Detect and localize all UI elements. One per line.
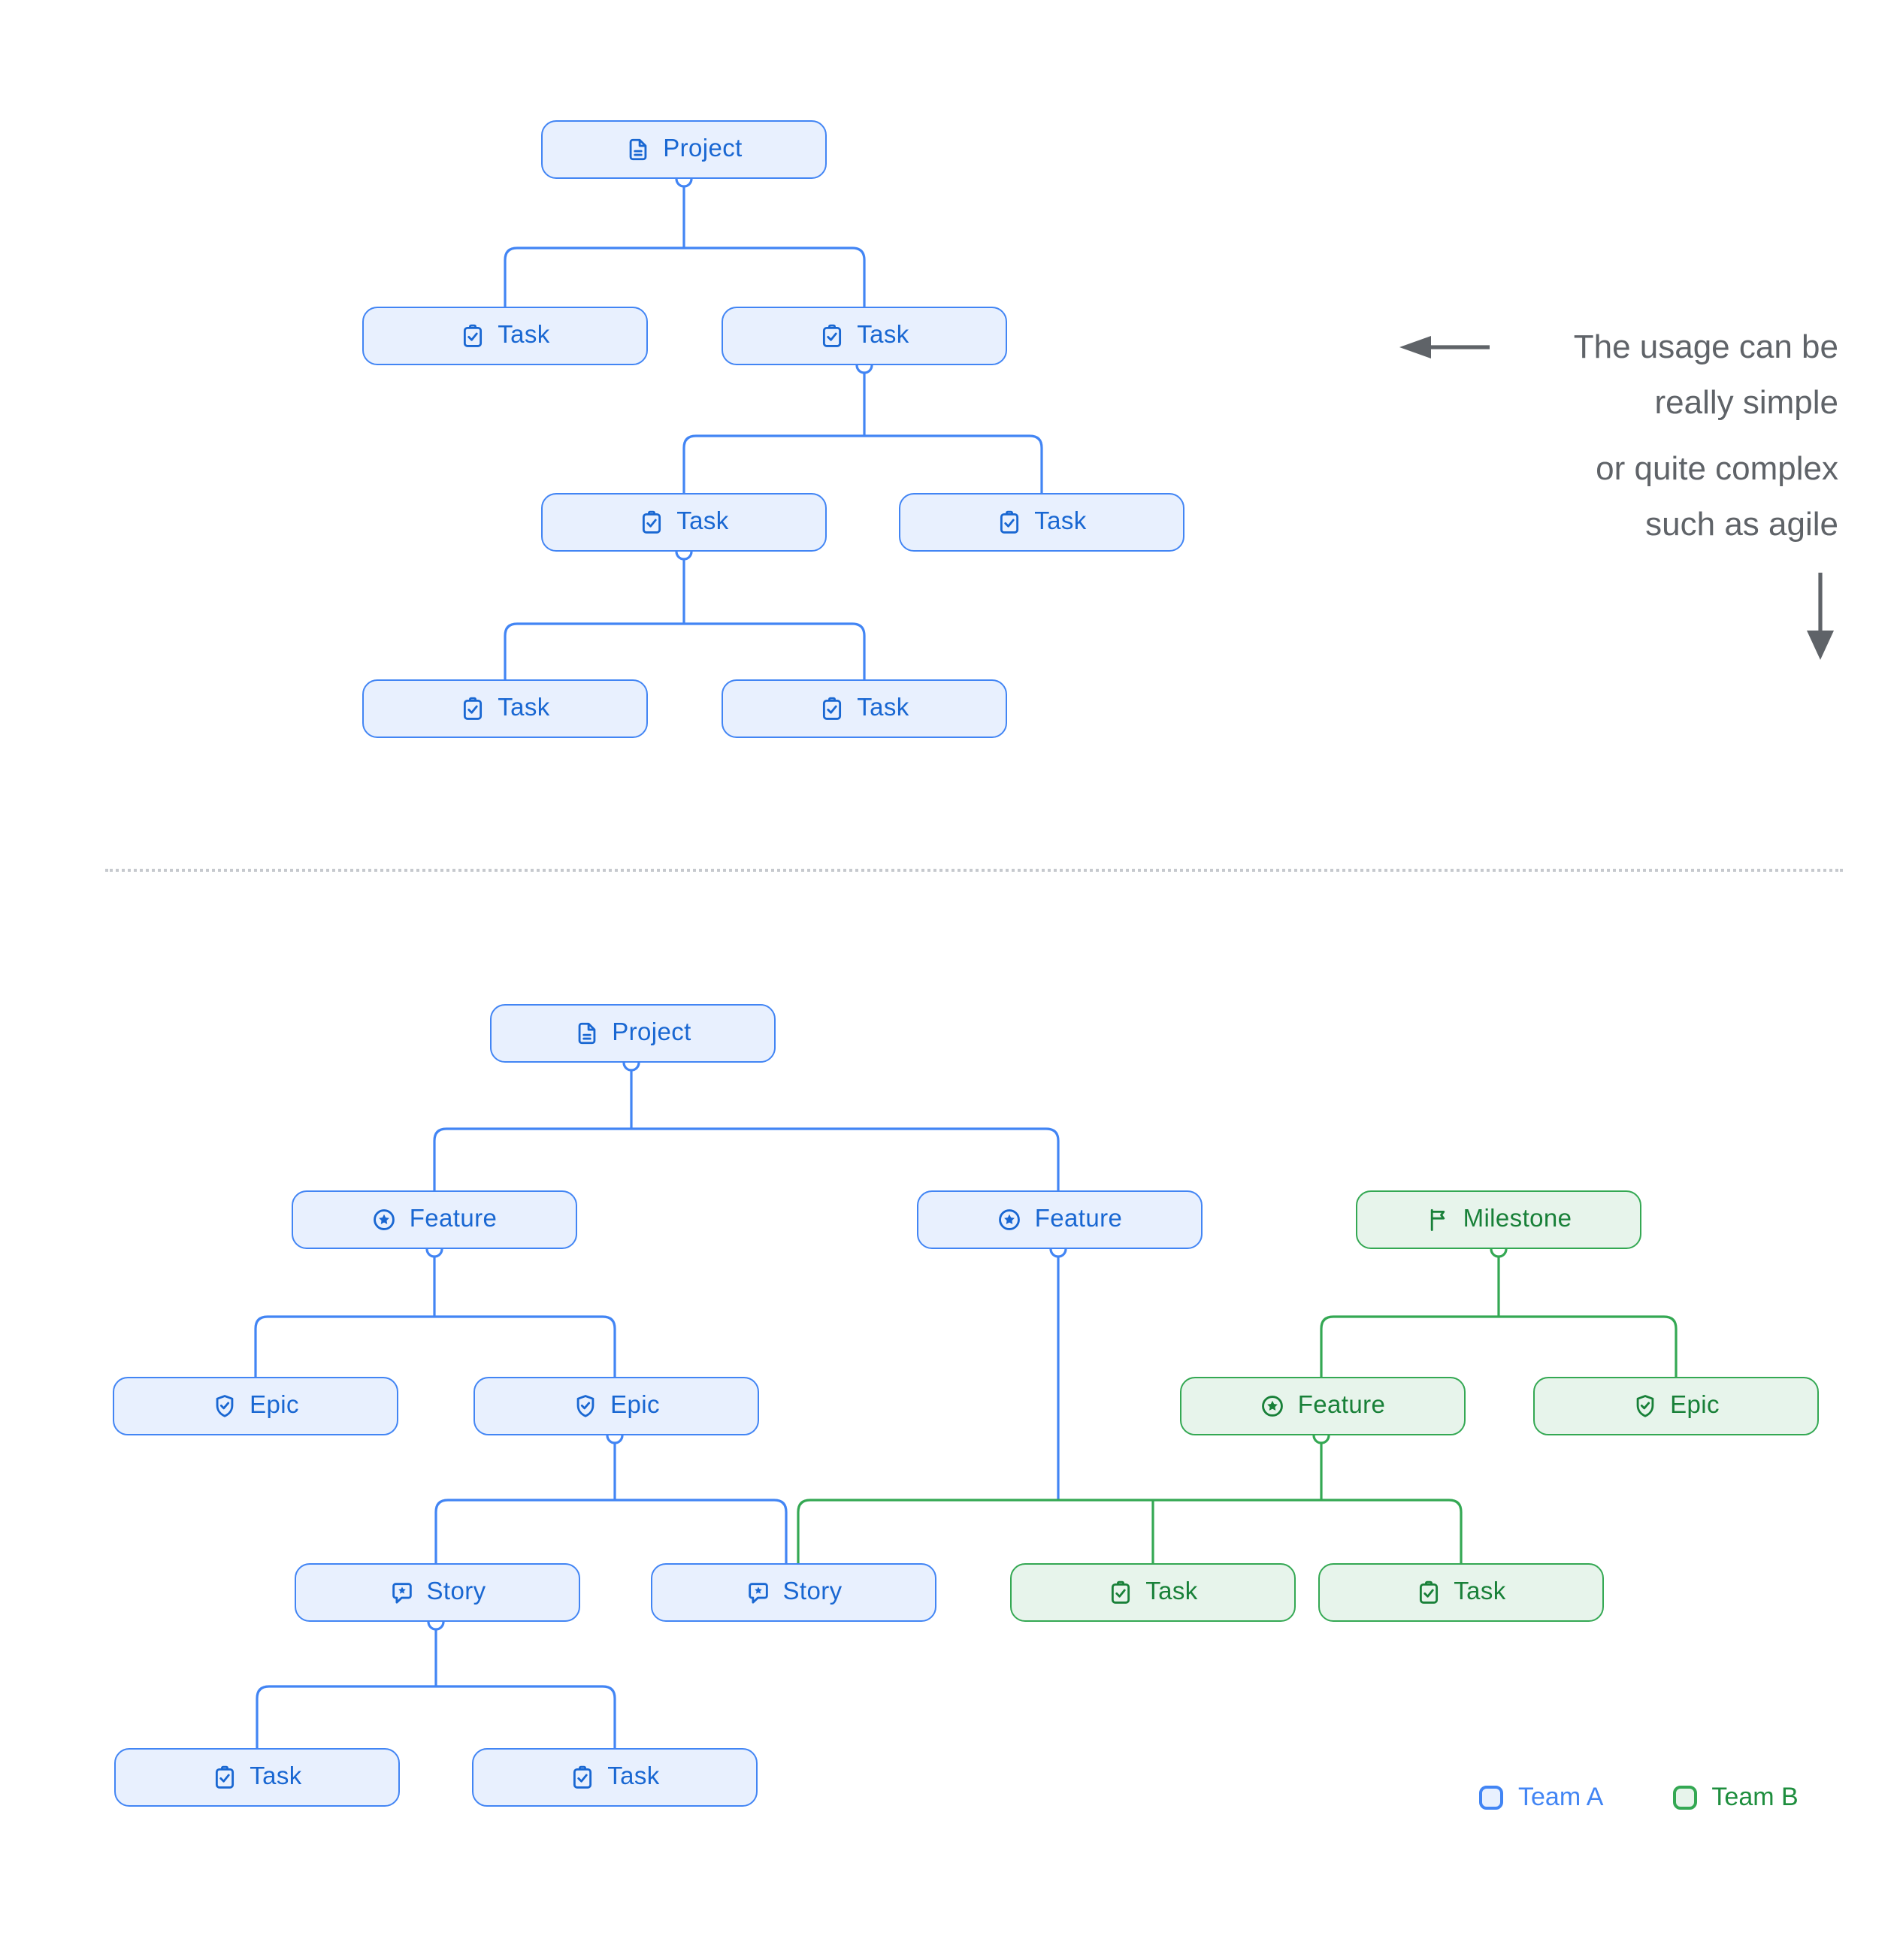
node-label: Story — [426, 1578, 486, 1605]
node-task-1: Task — [362, 307, 648, 365]
node-project-simple: Project — [541, 120, 827, 179]
task-icon — [819, 323, 845, 349]
annotation-line-3: or quite complex — [1596, 449, 1838, 487]
node-task-3: Task — [541, 493, 827, 552]
node-task-b1: Task — [114, 1748, 400, 1807]
node-label: Milestone — [1463, 1205, 1572, 1233]
annotation-text: The usage can be really simple or quite … — [1574, 319, 1838, 552]
complex-tree-blue-connectors — [254, 1063, 1060, 1748]
node-story-1: Story — [295, 1563, 580, 1622]
node-epic-2: Epic — [473, 1377, 759, 1435]
node-label: Task — [498, 322, 550, 349]
node-label: Task — [857, 694, 909, 721]
node-label: Epic — [610, 1392, 660, 1419]
annotation-arrows — [1399, 336, 1834, 660]
node-label: Project — [663, 135, 743, 162]
down-arrow-head — [1807, 631, 1834, 660]
task-icon — [819, 696, 845, 721]
node-label: Feature — [409, 1205, 498, 1233]
node-label: Task — [1034, 508, 1087, 535]
simple-tree-connectors — [504, 179, 1043, 679]
node-epic-1: Epic — [113, 1377, 398, 1435]
node-story-2: Story — [651, 1563, 936, 1622]
epic-icon — [1632, 1393, 1658, 1419]
document-icon — [574, 1021, 600, 1046]
team-a-label: Team A — [1518, 1783, 1604, 1811]
left-arrow-head — [1399, 336, 1431, 358]
node-task-4: Task — [899, 493, 1184, 552]
story-icon — [745, 1580, 770, 1605]
node-milestone: Milestone — [1356, 1190, 1641, 1249]
node-feature-3: Feature — [1180, 1377, 1466, 1435]
task-icon — [460, 323, 486, 349]
node-feature-1: Feature — [292, 1190, 577, 1249]
legend-item-team-a: Team A — [1479, 1783, 1603, 1813]
node-task-2: Task — [722, 307, 1007, 365]
node-project-complex: Project — [490, 1004, 776, 1063]
annotation-line-2: really simple — [1654, 383, 1838, 421]
team-a-swatch — [1479, 1786, 1503, 1810]
team-b-swatch — [1672, 1786, 1697, 1810]
legend: Team A Team B — [1479, 1783, 1799, 1813]
legend-item-team-b: Team B — [1672, 1783, 1799, 1813]
node-label: Task — [1454, 1578, 1506, 1605]
annotation-line-1: The usage can be — [1573, 328, 1838, 365]
section-divider — [105, 869, 1843, 872]
feature-icon — [1260, 1393, 1286, 1419]
epic-icon — [573, 1393, 598, 1419]
node-label: Story — [782, 1578, 843, 1605]
node-task-g1: Task — [1010, 1563, 1296, 1622]
node-task-5: Task — [362, 679, 648, 738]
task-icon — [460, 696, 486, 721]
node-label: Task — [676, 508, 729, 535]
node-label: Task — [250, 1763, 302, 1790]
document-icon — [625, 137, 651, 162]
story-icon — [389, 1580, 414, 1605]
node-label: Task — [857, 322, 909, 349]
team-b-label: Team B — [1711, 1783, 1799, 1811]
task-icon — [1416, 1580, 1442, 1605]
node-epic-3: Epic — [1533, 1377, 1819, 1435]
node-label: Task — [1145, 1578, 1198, 1605]
node-label: Feature — [1297, 1392, 1386, 1419]
node-label: Task — [498, 694, 550, 721]
node-task-6: Task — [722, 679, 1007, 738]
task-icon — [212, 1765, 237, 1790]
node-task-b2: Task — [472, 1748, 758, 1807]
task-icon — [997, 510, 1022, 535]
node-feature-2: Feature — [917, 1190, 1203, 1249]
node-label: Task — [607, 1763, 660, 1790]
annotation-line-4: such as agile — [1645, 505, 1838, 543]
node-label: Epic — [1670, 1392, 1720, 1419]
task-icon — [1108, 1580, 1133, 1605]
node-label: Epic — [250, 1392, 299, 1419]
node-label: Feature — [1034, 1205, 1123, 1233]
feature-icon — [372, 1207, 398, 1233]
feature-icon — [997, 1207, 1023, 1233]
node-task-g2: Task — [1318, 1563, 1604, 1622]
task-icon — [570, 1765, 595, 1790]
node-label: Project — [612, 1019, 691, 1046]
complex-tree-green-connectors — [797, 1249, 1678, 1563]
epic-icon — [212, 1393, 237, 1419]
milestone-icon — [1426, 1207, 1451, 1233]
task-icon — [639, 510, 664, 535]
